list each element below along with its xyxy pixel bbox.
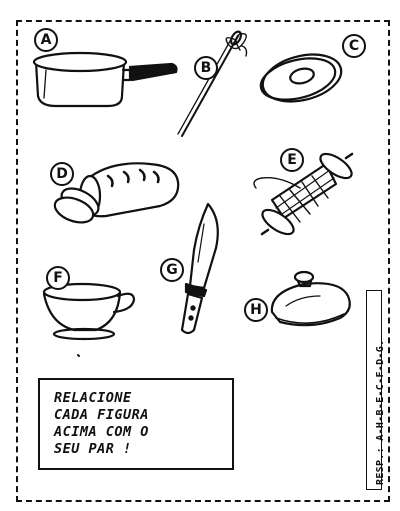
bread-icon: [53, 162, 180, 224]
instruction-line-4: SEU PAR !: [54, 441, 132, 457]
teacup-icon: [42, 282, 136, 357]
label-h: H: [244, 298, 268, 322]
answer-key-box: RESP.: A-H-B-E-C-F-D-G.: [366, 290, 386, 490]
needle-icon: [177, 30, 248, 137]
pot-lid-icon: [270, 270, 351, 327]
label-f: F: [46, 266, 70, 290]
dashed-border: [16, 20, 390, 502]
label-b: B: [194, 56, 218, 80]
label-c: C: [342, 34, 366, 58]
lid-icon: [259, 53, 343, 103]
instruction-line-3: ACIMA COM O: [54, 424, 149, 440]
instruction-box: RELACIONE CADA FIGURA ACIMA COM O SEU PA…: [38, 378, 234, 470]
saucepan-icon: [32, 51, 178, 108]
label-d: D: [50, 162, 74, 186]
instruction-line-2: CADA FIGURA: [54, 407, 149, 423]
spool-icon: [253, 152, 354, 236]
label-g: G: [160, 258, 184, 282]
label-e: E: [280, 148, 304, 172]
answer-key: RESP.: A-H-B-E-C-F-D-G.: [375, 339, 386, 485]
knife-icon: [180, 202, 219, 335]
instruction-line-1: RELACIONE: [54, 390, 132, 406]
label-a: A: [34, 28, 58, 52]
